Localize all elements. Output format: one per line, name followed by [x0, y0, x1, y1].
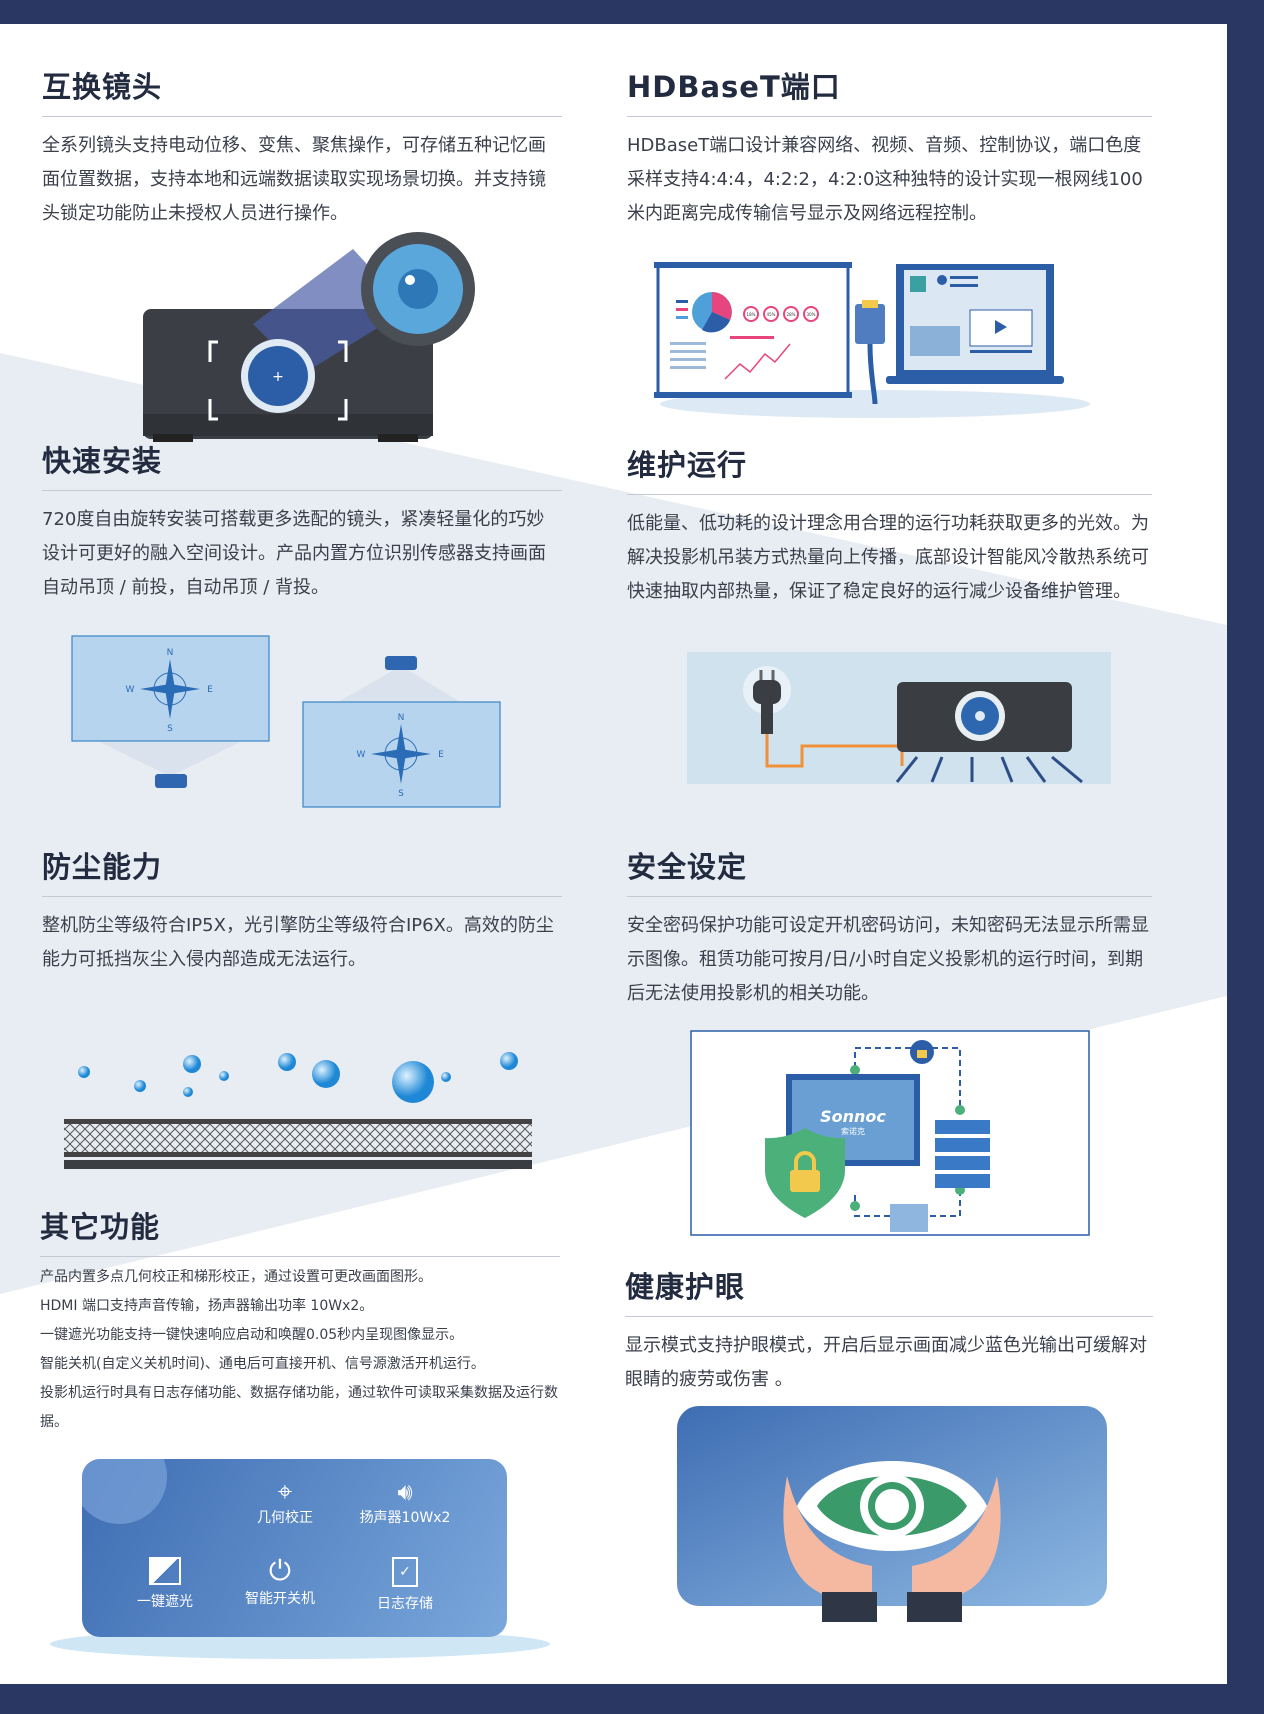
divider [627, 116, 1152, 117]
section-body: 720度自由旋转安装可搭载更多选配的镜头，紧凑轻量化的巧妙设计可更好的融入空间设… [42, 509, 546, 598]
section-body: 显示模式支持护眼模式，开启后显示画面减少蓝色光输出可缓解对眼睛的疲劳或伤害 。 [625, 1335, 1147, 1390]
compass-n: N [167, 648, 174, 658]
section-body: 整机防尘等级符合IP5X，光引擎防尘等级符合IP6X。高效的防尘能力可抵挡灰尘入… [42, 915, 554, 970]
shutter-icon [149, 1557, 181, 1585]
donut-label-2: 45% [767, 312, 776, 317]
dust-filter-illustration [64, 1052, 532, 1169]
geometry-label: 几何校正 [257, 1510, 313, 1526]
divider [40, 1256, 560, 1257]
lens-projector-illustration: + [143, 232, 475, 442]
donut-label-4: 30% [807, 312, 816, 317]
section-hdbaset: HDBaseT端口 HDBaseT端口设计兼容网络、视频、音频、控制协议，端口色… [627, 64, 1152, 231]
speaker-feature: 🔊︎ 扬声器10Wx2 [345, 1477, 465, 1527]
cooling-illustration [687, 652, 1111, 784]
donut-label-3: 28% [787, 312, 796, 317]
log-icon: ✓ [392, 1557, 418, 1587]
other-line-3: 一键遮光功能支持一键快速响应启动和唤醒0.05秒内呈现图像显示。 [40, 1327, 464, 1343]
compass-n: N [398, 713, 405, 723]
other-line-5: 投影机运行时具有日志存储功能、数据存储功能，通过软件可读取采集数据及运行数据。 [40, 1385, 558, 1430]
compass-e: E [207, 685, 213, 695]
section-body: 低能量、低功耗的设计理念用合理的运行功耗获取更多的光效。为解决投影机吊装方式热量… [627, 513, 1149, 602]
donut-label-1: 18% [747, 312, 756, 317]
section-title: HDBaseT端口 [627, 70, 841, 104]
install-compass-illustration: N S E W N S E W [71, 635, 501, 808]
other-line-4: 智能关机(自定义关机时间)、通电后可直接开机、信号源激活开机运行。 [40, 1356, 485, 1372]
speaker-icon: 🔊︎ [397, 1478, 413, 1506]
divider [42, 116, 562, 117]
power-feature: ⏻ 智能开关机 [225, 1554, 335, 1608]
compass-e: E [438, 750, 444, 760]
section-lens: 互换镜头 全系列镜头支持电动位移、变焦、聚焦操作，可存储五种记忆画面位置数据，支… [42, 64, 562, 231]
section-title: 互换镜头 [42, 70, 163, 104]
page: 互换镜头 全系列镜头支持电动位移、变焦、聚焦操作，可存储五种记忆画面位置数据，支… [0, 24, 1227, 1684]
divider [42, 490, 562, 491]
brand-sub: 索诺克 [841, 1126, 865, 1136]
section-other: 其它功能 产品内置多点几何校正和梯形校正，通过设置可更改画面图形。 HDMI 端… [40, 1204, 560, 1437]
power-icon: ⏻ [268, 1554, 292, 1587]
log-feature: ✓ 日志存储 [350, 1557, 460, 1613]
other-line-2: HDMI 端口支持声音传输，扬声器输出功率 10Wx2。 [40, 1298, 374, 1314]
hdbaset-network-illustration: 18% 45% 28% 30% [654, 262, 1090, 418]
geometry-icon: ⌖ [277, 1477, 293, 1507]
section-dust: 防尘能力 整机防尘等级符合IP5X，光引擎防尘等级符合IP6X。高效的防尘能力可… [42, 844, 562, 977]
section-title: 健康护眼 [625, 1270, 746, 1304]
speaker-label: 扬声器10Wx2 [359, 1510, 451, 1526]
section-body: 安全密码保护功能可设定开机密码访问，未知密码无法显示所需显示图像。租赁功能可按月… [627, 915, 1149, 1004]
section-install: 快速安装 720度自由旋转安装可搭载更多选配的镜头，紧凑轻量化的巧妙设计可更好的… [42, 438, 562, 605]
section-eyecare: 健康护眼 显示模式支持护眼模式，开启后显示画面减少蓝色光输出可缓解对眼睛的疲劳或… [625, 1264, 1153, 1397]
shutter-feature: 一键遮光 [115, 1557, 215, 1611]
divider [627, 494, 1152, 495]
compass-w: W [357, 750, 366, 760]
shutter-label: 一键遮光 [137, 1594, 193, 1610]
divider [42, 896, 562, 897]
divider [627, 896, 1152, 897]
section-security: 安全设定 安全密码保护功能可设定开机密码访问，未知密码无法显示所需显示图像。租赁… [627, 844, 1152, 1011]
divider [625, 1316, 1153, 1317]
compass-s: S [398, 789, 404, 799]
feature-panel: ⌖ 几何校正 🔊︎ 扬声器10Wx2 一键遮光 ⏻ 智能开关机 ✓ 日志存储 [50, 1459, 550, 1659]
brand-logo: Sonnoc [820, 1107, 886, 1126]
section-body: 全系列镜头支持电动位移、变焦、聚焦操作，可存储五种记忆画面位置数据，支持本地和远… [42, 135, 546, 224]
security-illustration: Sonnoc 索诺克 [690, 1030, 1090, 1236]
eyecare-illustration [677, 1406, 1107, 1622]
compass-s: S [167, 724, 173, 734]
svg-text:+: + [272, 369, 284, 385]
section-title: 其它功能 [40, 1210, 161, 1244]
section-title: 快速安装 [42, 444, 163, 478]
section-body: HDBaseT端口设计兼容网络、视频、音频、控制协议，端口色度采样支持4:4:4… [627, 135, 1143, 224]
section-title: 防尘能力 [42, 850, 163, 884]
power-label: 智能开关机 [245, 1591, 315, 1607]
section-maintain: 维护运行 低能量、低功耗的设计理念用合理的运行功耗获取更多的光效。为解决投影机吊… [627, 442, 1152, 609]
geometry-feature: ⌖ 几何校正 [235, 1477, 335, 1527]
log-label: 日志存储 [377, 1596, 433, 1612]
compass-w: W [126, 685, 135, 695]
section-title: 维护运行 [627, 448, 748, 482]
section-title: 安全设定 [627, 850, 748, 884]
other-line-1: 产品内置多点几何校正和梯形校正，通过设置可更改画面图形。 [40, 1269, 432, 1285]
